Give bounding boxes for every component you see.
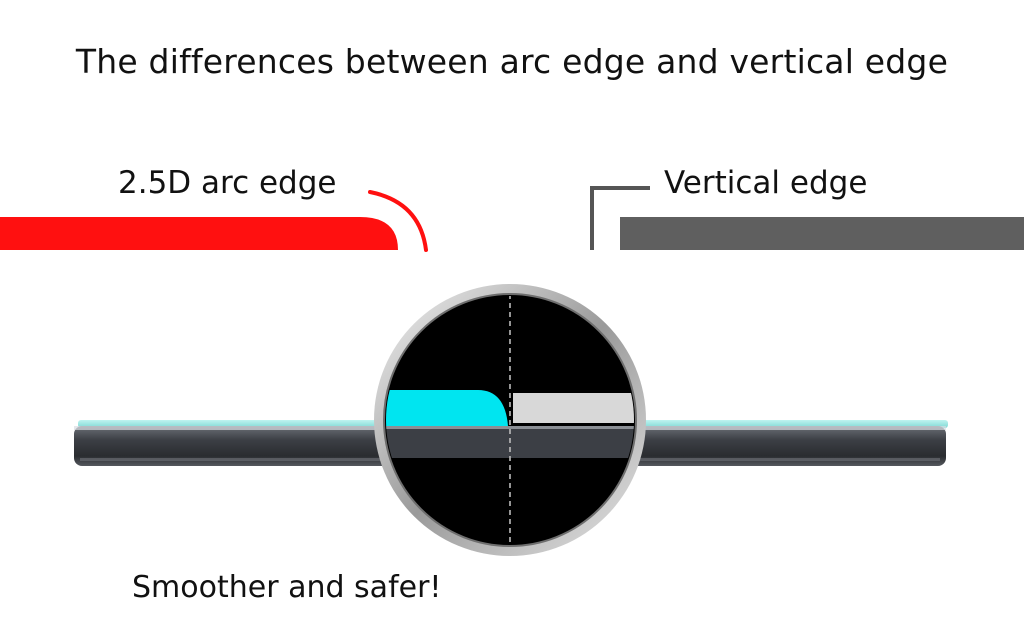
diagram-title: The differences between arc edge and ver… — [75, 42, 949, 81]
vertical-indicator-line — [590, 186, 650, 250]
arc-glass-bar — [0, 217, 398, 250]
zoomed-vertical-edge — [513, 393, 634, 423]
arc-indicator-line — [368, 190, 428, 252]
arc-edge-label: 2.5D arc edge — [118, 165, 337, 201]
caption-text: Smoother and safer! — [132, 570, 442, 605]
zoomed-arc-edge — [386, 390, 508, 426]
vertical-edge-label: Vertical edge — [664, 165, 868, 201]
magnifier-lens — [374, 284, 646, 556]
vertical-glass-bar — [620, 217, 1024, 250]
